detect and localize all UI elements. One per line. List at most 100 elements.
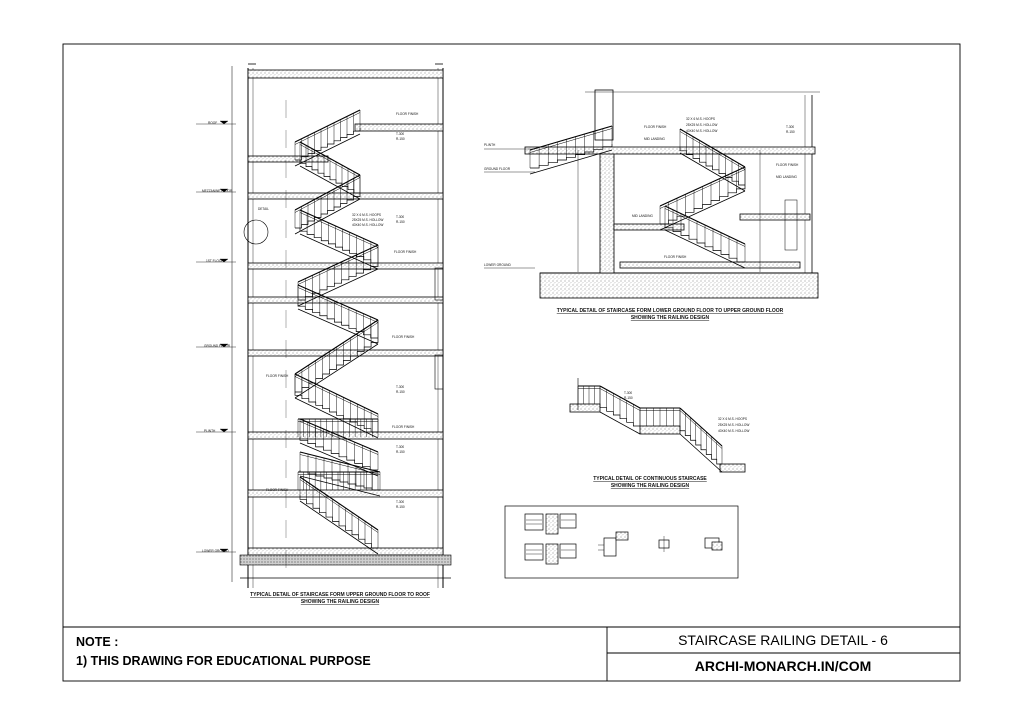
mid-rail: [297, 287, 379, 323]
handrail: [297, 244, 379, 283]
tread-label: T-300: [396, 132, 404, 136]
continuous-caption-line2: SHOWING THE RAILING DESIGN: [611, 483, 690, 489]
lower-ground-level-label: LOWER GROUND: [484, 263, 511, 267]
mid-landing-label: MID LANDING: [776, 175, 797, 179]
handrail: [529, 125, 613, 151]
floor-finish-label: FLOOR FINISH: [394, 250, 417, 254]
tread-label: T-300: [396, 500, 404, 504]
floor-finish-label: FLOOR FINISH: [396, 112, 419, 116]
handrail: [297, 284, 379, 321]
tread-label: T-300: [396, 385, 404, 389]
flight-railing: [294, 109, 361, 160]
drawing-title: STAIRCASE RAILING DETAIL - 6: [678, 632, 888, 648]
riser-label: R-150: [396, 450, 405, 454]
level-marker: [219, 343, 229, 348]
lower-section-labels: PLINTH GROUND FLOOR LOWER GROUND FLOOR F…: [484, 117, 799, 267]
riser-label: R-150: [396, 390, 405, 394]
level-marker: [219, 428, 229, 433]
stair-waist: [299, 475, 381, 497]
mid-landing-label: MID LANDING: [644, 137, 665, 141]
column: [594, 89, 614, 141]
level-marker: [219, 258, 229, 263]
tread-label: T-300: [396, 445, 404, 449]
stair-waist: [299, 233, 379, 270]
level-marker: [219, 188, 229, 193]
flight-railing: [299, 451, 381, 490]
title-block: NOTE : 1) THIS DRAWING FOR EDUCATIONAL P…: [63, 626, 960, 681]
lower-caption-line1: TYPICAL DETAIL OF STAIRCASE FORM LOWER G…: [557, 308, 784, 314]
lower-ground-level-label: LOWER GROUND: [202, 549, 229, 553]
continuous-caption-line1: TYPICAL DETAIL OF CONTINUOUS STAIRCASE: [593, 476, 707, 482]
landing-railing: [577, 385, 601, 404]
key-plan-thumb-2: [524, 543, 577, 565]
flight-railing: [599, 385, 641, 426]
stair-waist: [529, 149, 613, 175]
flight-railing: [679, 407, 723, 464]
flight-railing: [659, 166, 746, 224]
stair-waist: [664, 229, 746, 269]
floor-slab: [247, 431, 444, 440]
stair-flight: [530, 144, 613, 169]
stair-waist: [294, 397, 379, 439]
key-plan-thumb-4: [658, 536, 723, 552]
lower-ground-staircase-section: [484, 89, 820, 299]
stair-waist: [299, 165, 361, 200]
riser-label: R-150: [624, 396, 633, 400]
flight-railing: [297, 244, 379, 300]
ground-floor-slab: [524, 146, 816, 155]
main-section-caption: TYPICAL DETAIL OF STAIRCASE FORM UPPER G…: [250, 592, 430, 605]
main-caption-line1: TYPICAL DETAIL OF STAIRCASE FORM UPPER G…: [250, 592, 430, 598]
riser-label: R-150: [786, 130, 795, 134]
floor-slab: [247, 349, 444, 357]
sheet-border: [62, 43, 961, 682]
wall-opening: [434, 354, 444, 390]
foundation: [239, 554, 452, 566]
landing-slab: [247, 155, 329, 163]
wall-opening: [434, 267, 444, 301]
ground-floor-level-label: GROUND FLOOR: [204, 344, 231, 348]
lower-section-caption: TYPICAL DETAIL OF STAIRCASE FORM LOWER G…: [557, 308, 784, 321]
mid-landing-slab: [613, 223, 685, 231]
mid-rail: [297, 247, 379, 285]
rail-note-hollow-40: 40X40 M.S. HOLLOW: [686, 129, 717, 133]
floor-finish-label: FLOOR FINISH: [266, 488, 289, 492]
lower-caption-line2: SHOWING THE RAILING DESIGN: [631, 315, 710, 321]
rail-note-hollow-40: 40X40 M.S. HOLLOW: [352, 223, 383, 227]
rail-note-hoops: 32 X 6 M.S. HOOPS: [718, 417, 747, 421]
floor-finish-strip: [619, 261, 801, 269]
stair-waist: [294, 198, 361, 235]
roof-level-label: ROOF: [208, 121, 217, 125]
flight-railing: [299, 141, 361, 193]
landing-railing: [297, 418, 379, 437]
wall-opening: [784, 199, 798, 251]
continuous-staircase-detail: [569, 378, 746, 473]
mid-rail: [299, 212, 379, 248]
landing-slab: [354, 123, 444, 132]
mid-landing-slab: [639, 425, 681, 435]
stair-waist: [599, 411, 641, 435]
stair-flight: [297, 303, 378, 339]
landing-slab: [719, 463, 746, 473]
riser-label: R-150: [396, 137, 405, 141]
stair-waist: [299, 500, 379, 555]
floor-finish-label: FLOOR FINISH: [392, 425, 415, 429]
plinth-level-label: PLINTH: [204, 429, 216, 433]
floor-slab: [247, 296, 444, 304]
mid-landing-slab: [739, 213, 811, 221]
retaining-wall: [599, 149, 615, 274]
rail-note-hollow-25: 25X25 M.S. HOLLOW: [686, 123, 717, 127]
stair-waist: [679, 433, 723, 473]
rail-note-hollow-25: 25X25 M.S. HOLLOW: [718, 423, 749, 427]
level-marker: [219, 548, 229, 553]
website-label: ARCHI-MONARCH.IN/COM: [695, 658, 872, 674]
detail-callout-label: DETAIL: [258, 207, 269, 211]
handrail: [299, 209, 379, 246]
mid-rail: [529, 128, 613, 153]
main-staircase-section: [196, 63, 452, 588]
flight-railing: [679, 128, 746, 185]
floor-finish-label: FLOOR FINISH: [644, 125, 667, 129]
floor-slab: [247, 489, 444, 498]
flight-railing: [664, 205, 746, 262]
riser-label: R-150: [396, 220, 405, 224]
landing-railing: [297, 471, 379, 490]
